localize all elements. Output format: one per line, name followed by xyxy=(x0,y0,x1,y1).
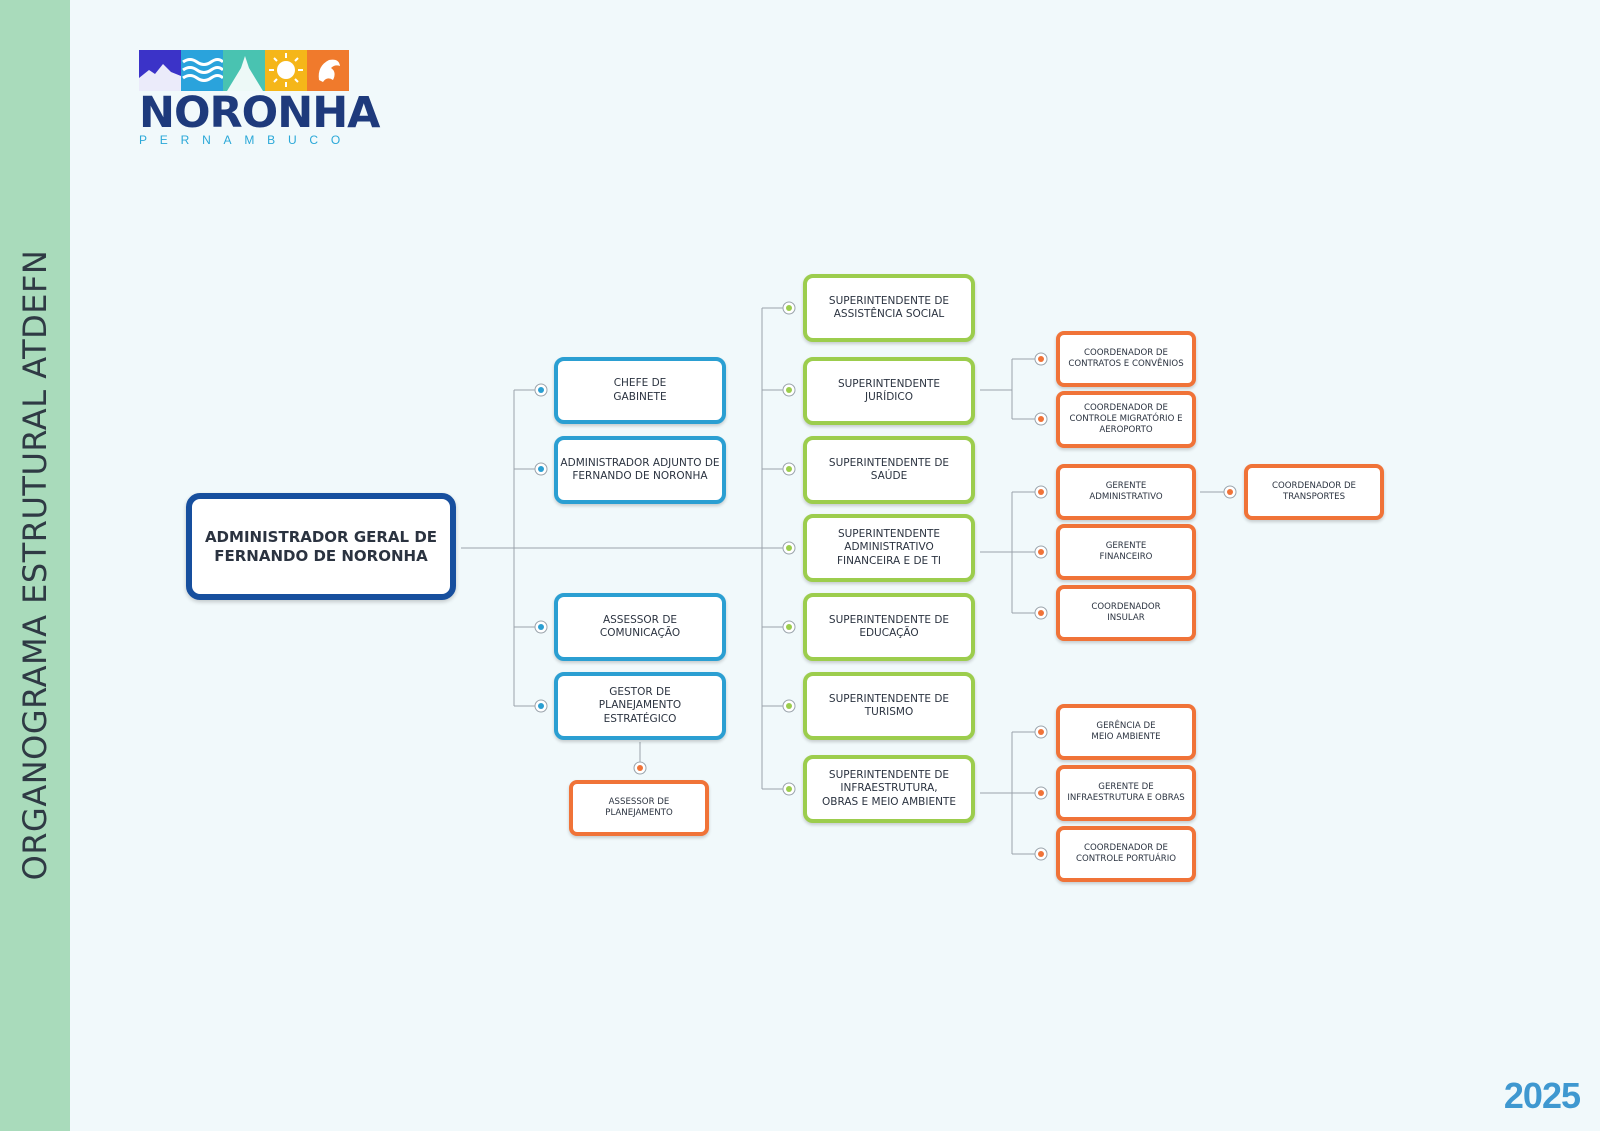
node-sup-assistencia-social[interactable]: SUPERINTENDENTE DE ASSISTÊNCIA SOCIAL xyxy=(803,274,975,342)
connector-node-dot xyxy=(538,387,544,393)
node-gerencia-meio-ambiente[interactable]: GERÊNCIA DE MEIO AMBIENTE xyxy=(1056,704,1196,760)
node-gerente-administrativo[interactable]: GERENTE ADMINISTRATIVO xyxy=(1056,464,1196,520)
year-label: 2025 xyxy=(1503,1075,1581,1116)
side-bar: ORGANOGRAMA ESTRUTURAL ATDEFN xyxy=(0,0,70,1131)
connector-node-dot xyxy=(786,786,792,792)
logo-tile-waves-icon xyxy=(181,50,225,91)
connector-node-dot xyxy=(1038,610,1044,616)
node-sup-saude[interactable]: SUPERINTENDENTE DE SAÚDE xyxy=(803,436,975,504)
node-assessor-de-planejamento[interactable]: ASSESSOR DE PLANEJAMENTO xyxy=(569,780,709,836)
connector-node-dot xyxy=(1038,549,1044,555)
connector-node-dot xyxy=(786,387,792,393)
node-sup-infraestrutura[interactable]: SUPERINTENDENTE DE INFRAESTRUTURA, OBRAS… xyxy=(803,755,975,823)
node-gestor-de-planejamento[interactable]: GESTOR DE PLANEJAMENTO ESTRATÉGICO xyxy=(554,672,726,740)
connector-node-dot xyxy=(538,466,544,472)
noronha-logo: NORONHA PERNAMBUCO xyxy=(139,50,380,150)
logo-tile-sun-icon xyxy=(265,50,307,91)
connector-node-dot xyxy=(786,624,792,630)
node-coord-controle-portuario[interactable]: COORDENADOR DE CONTROLE PORTUÁRIO xyxy=(1056,826,1196,882)
node-sup-turismo[interactable]: SUPERINTENDENTE DE TURISMO xyxy=(803,672,975,740)
node-assessor-de-comunicacao[interactable]: ASSESSOR DE COMUNICAÇÃO xyxy=(554,593,726,661)
logo-tile-peak-icon xyxy=(223,50,265,91)
connector-node-dot xyxy=(1038,356,1044,362)
node-administrador-adjunto[interactable]: ADMINISTRADOR ADJUNTO DE FERNANDO DE NOR… xyxy=(554,436,726,504)
connector-node-dot xyxy=(786,545,792,551)
node-sup-educacao[interactable]: SUPERINTENDENTE DE EDUCAÇÃO xyxy=(803,593,975,661)
logo-wordmark: NORONHA xyxy=(139,88,380,138)
connector-node-dot xyxy=(538,624,544,630)
node-gerente-financeiro[interactable]: GERENTE FINANCEIRO xyxy=(1056,524,1196,580)
node-sup-administrativo-financeira-ti[interactable]: SUPERINTENDENTE ADMINISTRATIVO FINANCEIR… xyxy=(803,514,975,582)
connector-node-dot xyxy=(1038,489,1044,495)
node-sup-juridico[interactable]: SUPERINTENDENTE JURÍDICO xyxy=(803,357,975,425)
logo-tile-dolphin-icon xyxy=(307,50,349,91)
connector-node-dot xyxy=(1038,790,1044,796)
connector-node-dot xyxy=(786,305,792,311)
connector-node-dot xyxy=(1038,416,1044,422)
connector-node-dot xyxy=(1227,489,1233,495)
node-coordenador-de-transportes[interactable]: COORDENADOR DE TRANSPORTES xyxy=(1244,464,1384,520)
connector-node-dot xyxy=(1038,851,1044,857)
connector-node-dot xyxy=(786,466,792,472)
connector-node-dot xyxy=(538,703,544,709)
node-gerente-infraestrutura-obras[interactable]: GERENTE DE INFRAESTRUTURA E OBRAS xyxy=(1056,765,1196,821)
logo-subtitle: PERNAMBUCO xyxy=(139,133,354,147)
node-coord-contratos-convenios[interactable]: COORDENADOR DE CONTRATOS E CONVÊNIOS xyxy=(1056,331,1196,387)
connector-node-dot xyxy=(786,703,792,709)
connector-node-dot xyxy=(1038,729,1044,735)
logo-tile-mountain-icon xyxy=(139,50,181,91)
node-chefe-de-gabinete[interactable]: CHEFE DE GABINETE xyxy=(554,357,726,424)
connector-node-dot xyxy=(637,765,643,771)
node-coordenador-insular[interactable]: COORDENADOR INSULAR xyxy=(1056,585,1196,641)
node-administrador-geral[interactable]: ADMINISTRADOR GERAL DE FERNANDO DE NORON… xyxy=(186,493,456,600)
node-coord-controle-migratorio[interactable]: COORDENADOR DE CONTROLE MIGRATÓRIO E AER… xyxy=(1056,391,1196,448)
